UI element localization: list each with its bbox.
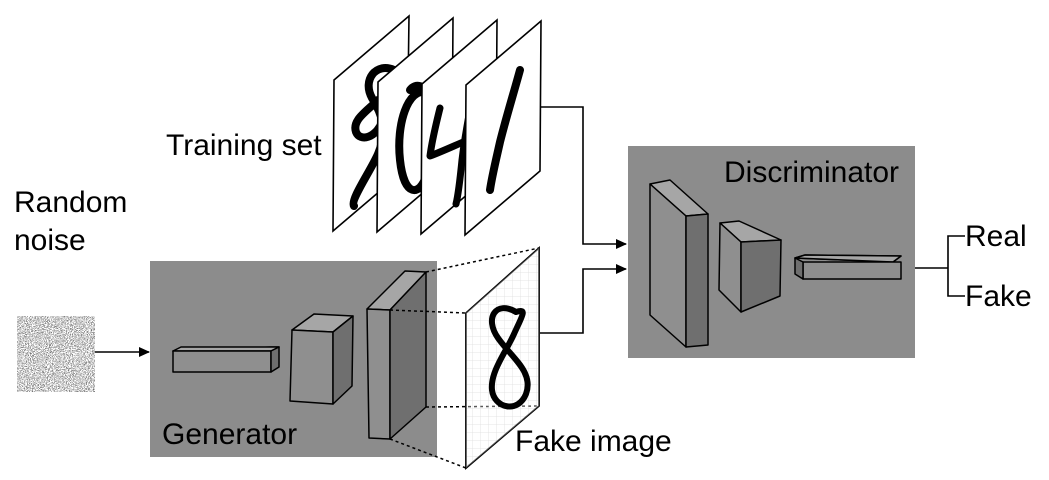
random-noise-label-line2: noise [14,224,86,257]
generator-layer-2 [289,313,354,405]
fake-image-label: Fake image [515,425,672,458]
fake-output-label: Fake [965,280,1032,313]
discriminator-layer-2 [718,220,782,313]
generator-layer-1 [172,346,280,373]
discriminator-layer-1 [649,179,709,348]
fake-image-card [465,245,540,470]
generator-label: Generator [162,418,297,451]
training-set-label: Training set [166,129,322,162]
discriminator-label: Discriminator [724,156,899,189]
training-to-discriminator-arrow [541,106,627,249]
fake-image-digit [488,305,531,410]
real-output-label: Real [965,220,1027,253]
training-set-cards [332,14,542,237]
output-bracket [915,235,965,297]
generator-layer-3 [366,270,427,440]
random-noise-icon [17,316,95,392]
fake-to-discriminator-arrow [540,264,627,334]
discriminator-layer-3 [794,254,902,280]
random-noise-label-line1: Random [14,186,127,219]
training-card-4 [464,19,542,237]
